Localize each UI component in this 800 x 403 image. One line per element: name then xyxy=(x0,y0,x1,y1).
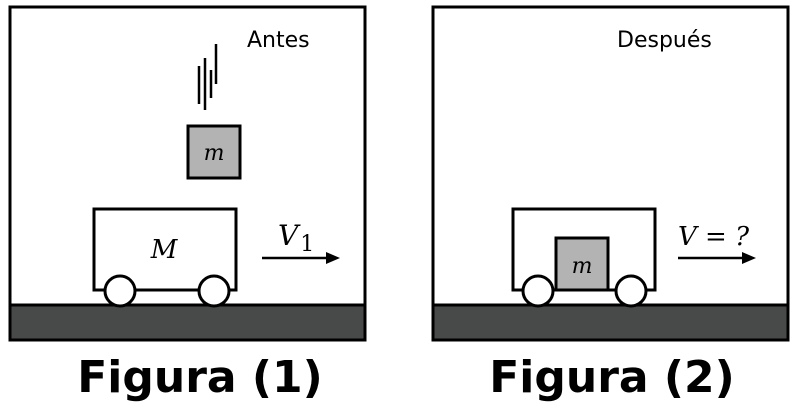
figure-2-stage-label: Después xyxy=(617,28,712,53)
falling-block: m xyxy=(186,124,242,180)
velocity-1-label: V1 xyxy=(278,219,314,257)
velocity-1-arrowhead xyxy=(326,252,340,264)
cart-1-wheel-left xyxy=(103,274,137,308)
velocity-2-label: V = ? xyxy=(678,222,750,252)
falling-motion-lines xyxy=(197,44,218,110)
figure-2-ground xyxy=(431,303,790,342)
cart-1: M xyxy=(92,207,238,308)
cart-2-wheel-right xyxy=(614,274,648,308)
figure-2-panel: Después m V = ? xyxy=(431,5,790,342)
embedded-block-label: m xyxy=(572,254,593,279)
cart-1-label: M xyxy=(150,235,179,265)
embedded-block xyxy=(554,236,610,292)
velocity-2-arrowhead xyxy=(742,252,756,264)
figure-1-caption: Figura (1) xyxy=(77,352,323,403)
figure-1-panel: Antes m M V1 xyxy=(8,5,367,342)
cart-1-wheel-right xyxy=(197,274,231,308)
figure-1-ground xyxy=(8,303,367,342)
falling-block-label: m xyxy=(204,141,225,166)
cart-2-wheel-left xyxy=(521,274,555,308)
velocity-1: V1 xyxy=(262,219,340,264)
cart-2: m xyxy=(511,207,657,308)
velocity-2: V = ? xyxy=(678,222,756,264)
figure-2-caption: Figura (2) xyxy=(489,352,735,403)
figure-1-stage-label: Antes xyxy=(247,28,310,53)
